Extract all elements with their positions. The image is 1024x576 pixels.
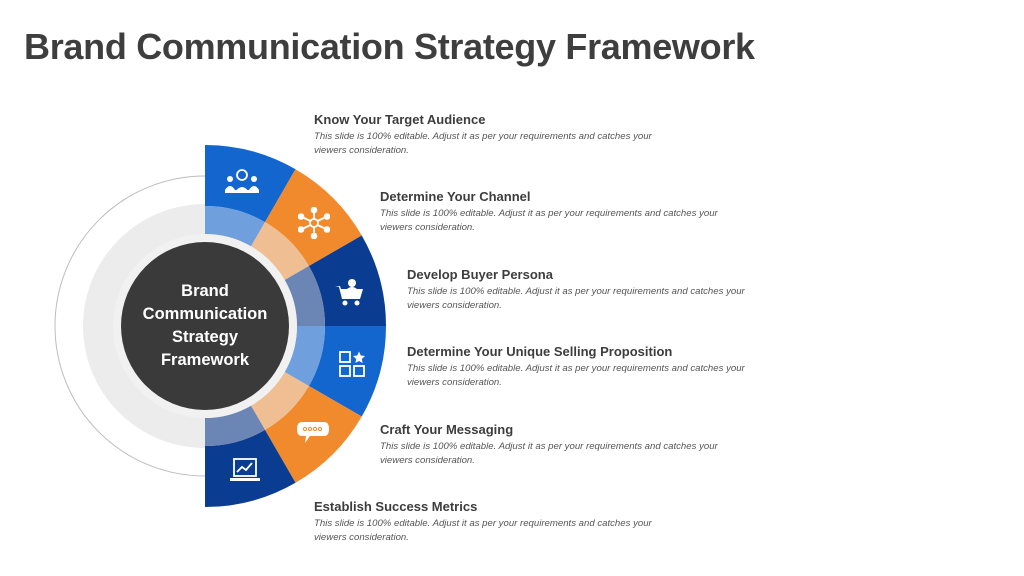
step-2-title: Determine Your Channel — [380, 189, 531, 204]
segment-4-inner — [284, 326, 325, 386]
segment-1-inner — [205, 206, 265, 247]
shopping-cart-person-icon — [331, 274, 367, 310]
step-1-text: Know Your Target Audience This slide is … — [314, 112, 754, 158]
network-hub-icon — [296, 205, 332, 241]
step-1-title: Know Your Target Audience — [314, 112, 486, 127]
step-3-title: Develop Buyer Persona — [407, 267, 553, 282]
laptop-chart-icon — [227, 453, 263, 489]
step-2-text: Determine Your Channel This slide is 100… — [380, 189, 820, 235]
speech-bubble-icon — [295, 417, 331, 453]
segment-6-inner — [205, 405, 265, 446]
segment-5-inner — [251, 372, 309, 430]
center-line-4: Framework — [160, 351, 250, 369]
audience-group-icon — [224, 164, 260, 200]
step-5-title: Craft Your Messaging — [380, 422, 514, 437]
step-3-text: Develop Buyer Persona This slide is 100%… — [407, 267, 847, 313]
step-6-text: Establish Success Metrics This slide is … — [314, 499, 754, 545]
segment-2-inner — [251, 222, 309, 280]
step-2-description: This slide is 100% editable. Adjust it a… — [380, 208, 718, 233]
segment-outer-group — [205, 145, 386, 507]
step-3-description: This slide is 100% editable. Adjust it a… — [407, 286, 745, 311]
outer-arc-line — [54, 175, 206, 477]
segment-1-outer — [205, 145, 296, 223]
step-4-title: Determine Your Unique Selling Propositio… — [407, 344, 673, 359]
step-5-text: Craft Your Messaging This slide is 100% … — [380, 422, 820, 468]
step-5-description: This slide is 100% editable. Adjust it a… — [380, 441, 718, 466]
center-line-3: Strategy — [171, 328, 238, 346]
step-6-title: Establish Success Metrics — [314, 499, 478, 514]
center-line-1: Brand — [181, 282, 229, 300]
grid-star-icon — [334, 346, 370, 382]
center-circle — [121, 242, 289, 410]
center-line-2: Communication — [142, 305, 268, 323]
step-4-text: Determine Your Unique Selling Propositio… — [407, 344, 847, 390]
step-1-description: This slide is 100% editable. Adjust it a… — [314, 131, 652, 156]
segment-inner-group — [205, 206, 325, 446]
segment-6-outer — [205, 429, 296, 507]
step-6-description: This slide is 100% editable. Adjust it a… — [314, 518, 652, 543]
step-4-description: This slide is 100% editable. Adjust it a… — [407, 363, 745, 388]
segment-3-outer — [308, 235, 386, 326]
center-label: Brand Communication Strategy Framework — [122, 243, 288, 409]
segment-4-outer — [308, 326, 386, 417]
segment-3-inner — [284, 266, 325, 326]
slide-title: Brand Communication Strategy Framework — [24, 26, 755, 67]
